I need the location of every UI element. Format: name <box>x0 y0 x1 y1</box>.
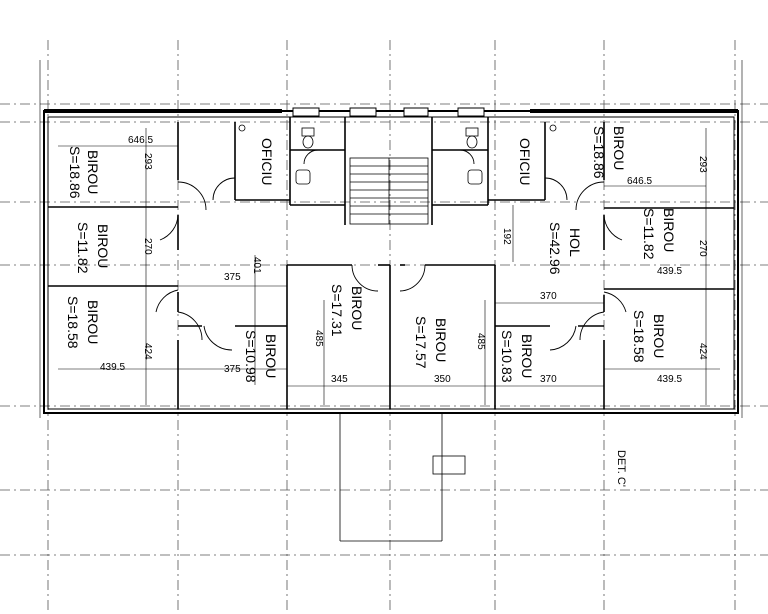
room-area-birou-se: S=18.58 <box>631 310 647 363</box>
door-swing <box>603 214 623 241</box>
dimension-labels: 646.5 293 270 424 439.5 375 401 375 485 … <box>100 135 708 385</box>
window <box>349 107 377 117</box>
window <box>403 107 429 117</box>
door-swing <box>399 264 426 292</box>
dim-label: 350 <box>434 374 451 385</box>
dim-label: 485 <box>475 333 486 350</box>
dim-label: 646.5 <box>627 176 652 187</box>
room-area-birou-c4: S=10.83 <box>499 330 515 383</box>
dim-label: 293 <box>142 153 153 170</box>
room-name-birou-e2: BIROU <box>661 208 677 252</box>
door-swing <box>459 149 475 165</box>
dimension-lines <box>58 128 720 405</box>
dim-label: 370 <box>540 374 557 385</box>
room-area-birou-ne: S=18.86 <box>591 126 607 179</box>
door-swing <box>579 311 605 341</box>
toilet <box>301 127 315 137</box>
door-swing <box>177 181 207 211</box>
door-swing <box>603 291 627 313</box>
toilet-bowl <box>302 135 314 149</box>
room-area-birou-e2: S=11.82 <box>641 208 657 260</box>
detail-label: DET. C' <box>615 450 627 487</box>
dim-label: 424 <box>142 343 153 360</box>
dim-label: 424 <box>697 343 708 360</box>
dim-label: 439.5 <box>657 266 682 277</box>
outer-wall <box>43 110 739 414</box>
staircase <box>349 157 429 225</box>
room-area-birou-c3: S=17.57 <box>413 316 429 369</box>
room-name-birou-w2: BIROU <box>95 224 111 268</box>
room-area-birou-c1: S=10.98 <box>243 330 259 383</box>
room-name-birou-ne: BIROU <box>611 126 627 170</box>
door-swing <box>159 214 179 241</box>
window <box>292 107 320 117</box>
doors <box>155 149 627 351</box>
windows <box>292 107 485 117</box>
dim-label: 345 <box>331 374 348 385</box>
dim-label: 375 <box>224 364 241 375</box>
room-area-birou-sw: S=18.58 <box>65 296 81 349</box>
sanitary-fixtures <box>238 124 557 185</box>
dim-label: 375 <box>224 272 241 283</box>
dim-label: 646.5 <box>128 135 153 146</box>
dim-label: 370 <box>540 291 557 302</box>
door-swing <box>575 181 605 211</box>
room-area-birou-nw: S=18.86 <box>67 146 83 199</box>
room-name-oficiu-e: OFICIU <box>517 138 533 185</box>
room-name-birou-c3: BIROU <box>433 318 449 362</box>
door-swing <box>203 325 233 351</box>
room-area-hol: S=42.96 <box>547 222 563 275</box>
toilet <box>465 127 479 137</box>
sink <box>467 169 483 185</box>
dim-label: 439.5 <box>657 374 682 385</box>
dim-label: 485 <box>313 330 324 347</box>
dim-label: 270 <box>697 240 708 257</box>
dim-label: 439.5 <box>100 362 125 373</box>
dim-label: 192 <box>501 228 512 245</box>
interior-walls <box>48 117 734 409</box>
room-name-oficiu-w: OFICIU <box>259 138 275 185</box>
room-name-birou-sw: BIROU <box>85 300 101 344</box>
door-swing <box>544 177 568 201</box>
room-area-birou-c2: S=17.31 <box>329 284 345 337</box>
dim-label: 293 <box>697 156 708 173</box>
door-swing <box>549 325 577 351</box>
room-area-birou-w2: S=11.82 <box>75 222 91 274</box>
room-labels: BIROU S=18.86 OFICIU BIROU S=11.82 BIROU… <box>65 126 677 383</box>
dim-label: 401 <box>251 257 262 274</box>
outer-walls <box>39 60 743 418</box>
door-swing <box>155 289 179 313</box>
room-name-birou-c4: BIROU <box>519 334 535 378</box>
dim-label: 270 <box>142 238 153 255</box>
entrance <box>339 413 466 542</box>
door-swing <box>351 264 379 292</box>
floor-drain <box>238 124 246 132</box>
room-name-hol: HOL <box>567 228 583 257</box>
door-swing <box>177 311 203 341</box>
entrance-box <box>432 455 466 475</box>
toilet-bowl <box>466 135 478 149</box>
outer-wall-inner <box>47 116 735 410</box>
room-name-birou-c2: BIROU <box>349 286 365 330</box>
sink <box>295 169 311 185</box>
window <box>457 107 485 117</box>
room-name-birou-nw: BIROU <box>85 150 101 194</box>
room-name-birou-c1: BIROU <box>263 334 279 378</box>
room-name-birou-se: BIROU <box>651 314 667 358</box>
door-swing <box>212 177 236 201</box>
door-swing <box>303 149 319 165</box>
floor-drain <box>549 124 557 132</box>
